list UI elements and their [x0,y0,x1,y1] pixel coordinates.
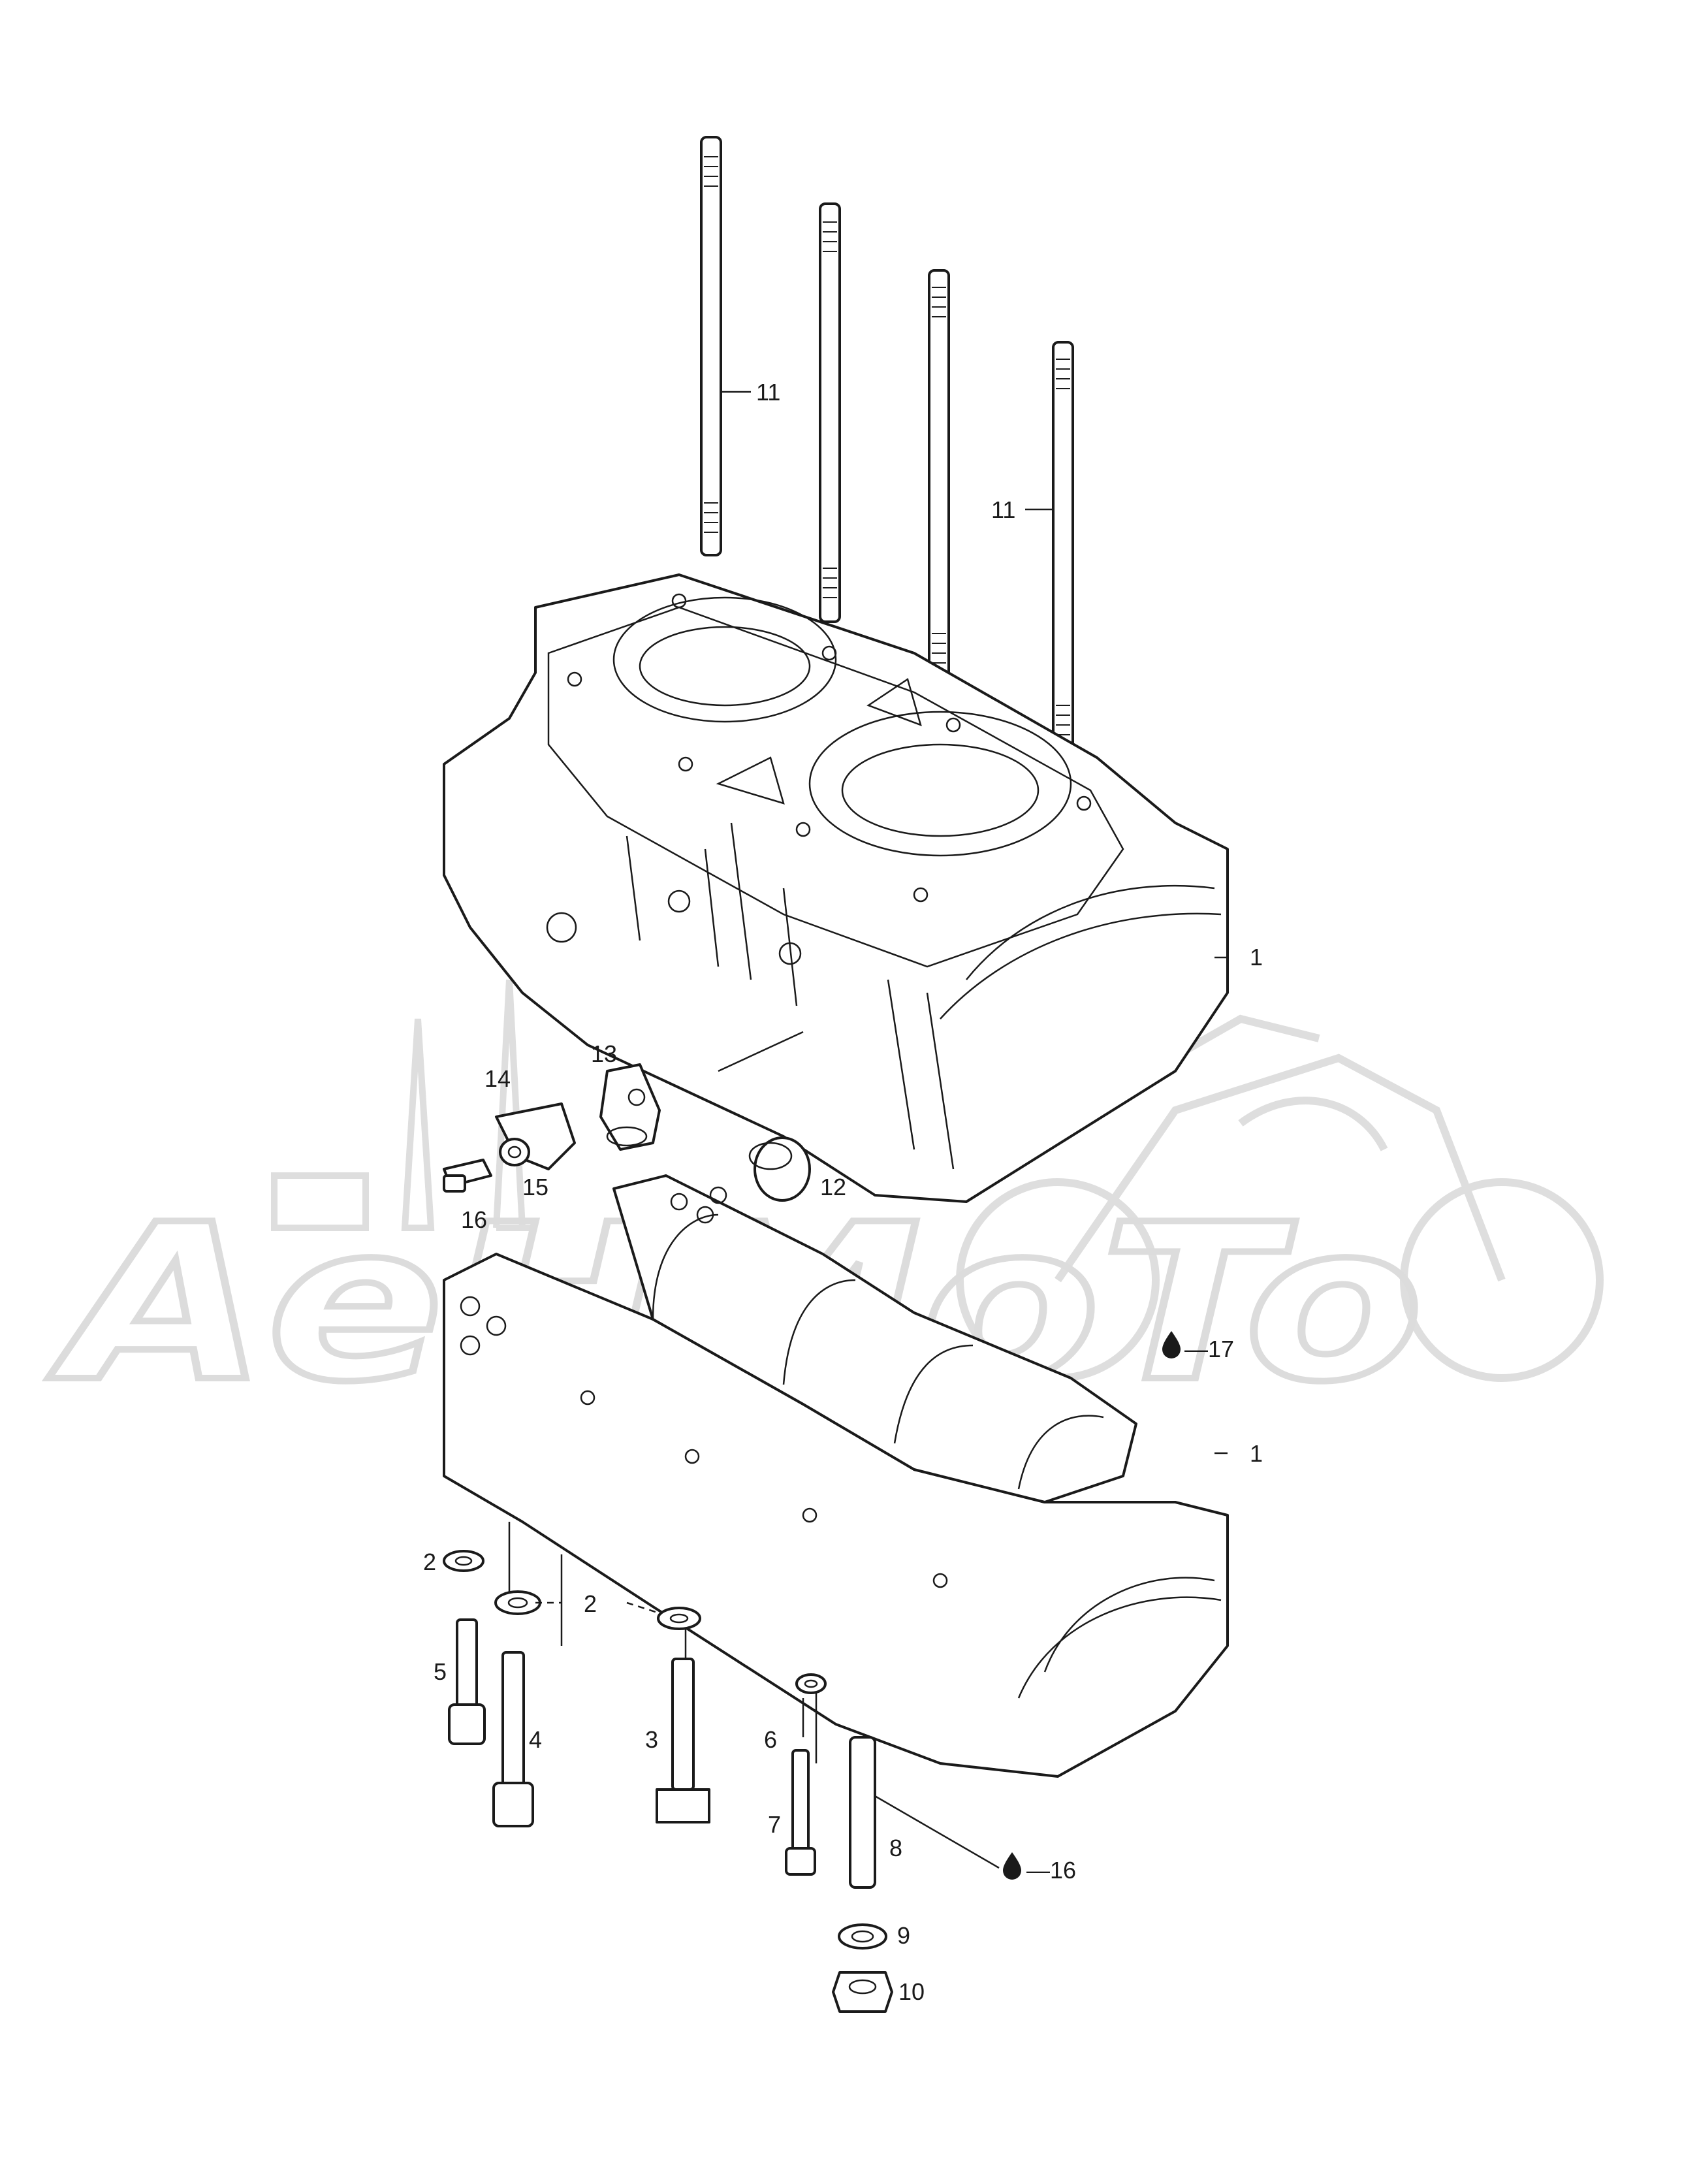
lockwasher-2c [657,1607,701,1630]
drop-icon [1003,1852,1021,1880]
callout-16-b: —16 [1026,1857,1076,1884]
washer-6 [795,1673,827,1694]
callout-9: 9 [897,1922,910,1949]
callout-12: 12 [820,1174,846,1200]
plug-12 [748,1136,811,1202]
stud-11-b [819,202,841,623]
screw-5 [448,1618,486,1745]
watermark-tower-icon [271,979,535,1231]
nut-10 [832,1971,893,2013]
screw-4 [492,1651,534,1827]
callout-2-a: 2 [423,1549,436,1575]
stud-8 [849,1736,876,1889]
callout-5: 5 [434,1658,447,1685]
callout-1-upper: 1 [1250,944,1263,971]
leader-lines [535,391,1228,1869]
callout-15: 15 [522,1174,548,1200]
screw-16 [443,1159,492,1193]
crankcase-studs [700,136,1074,762]
oil-drops [1003,1331,1181,1880]
callout-4: 4 [529,1726,542,1753]
lockwasher-2b [494,1590,541,1615]
stud-11-a [700,136,722,556]
bolt-3 [656,1658,710,1823]
callout-6: 6 [764,1726,777,1753]
washer-15 [499,1138,530,1166]
callout-7: 7 [768,1811,781,1838]
drop-icon [1162,1331,1181,1358]
callout-8: 8 [889,1835,902,1861]
washer-9 [838,1923,887,1950]
lockwasher-2a [443,1550,484,1572]
callout-14: 14 [484,1065,511,1092]
clip-13 [599,1063,661,1151]
callout-labels: 11 11 1 13 14 15 16 12 —17 1 2 2 5 4 3 6… [423,379,1263,2005]
callout-2-b: 2 [584,1590,597,1617]
screw-7 [785,1749,816,1876]
callout-10: 10 [898,1978,925,2005]
callout-13: 13 [591,1040,617,1067]
callout-16-a: 16 [461,1206,487,1233]
callout-17: —17 [1184,1336,1234,1362]
upper-crankcase [443,573,1229,1203]
stud-11-c [928,269,950,690]
small-parts [443,1063,811,1202]
callout-3: 3 [645,1726,658,1753]
callout-11-a: 11 [756,379,780,406]
bottom-fasteners [443,1550,893,2013]
callout-1-lower: 1 [1250,1440,1263,1467]
lower-crankcase [443,1174,1229,1778]
stud-11-d [1052,341,1074,762]
callout-11-b: 11 [991,496,1015,523]
